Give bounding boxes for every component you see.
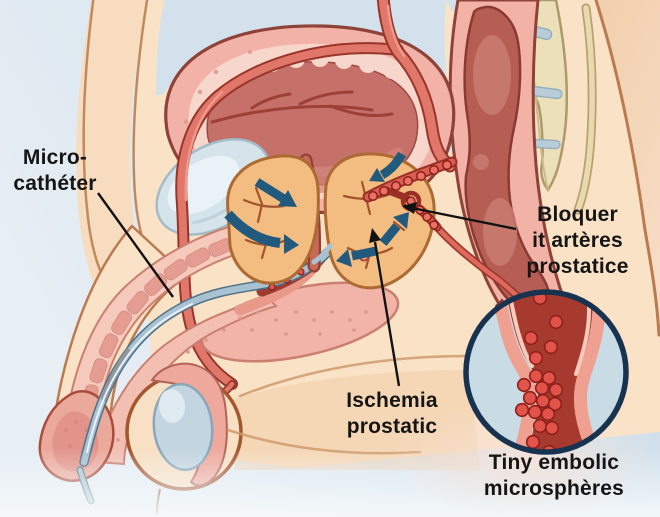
sacrum-bone — [510, 0, 569, 192]
label-ischemia-line1: Ischemia — [346, 389, 438, 412]
catheter-tip — [311, 243, 333, 265]
label-microcatheter: Micro- cathéter — [0, 145, 110, 197]
flow-arrow-top-right — [369, 151, 406, 182]
label-blocker-line2: it artères — [532, 229, 623, 252]
flow-arrow-left-curved — [224, 210, 299, 254]
corpus-spongiosum — [96, 281, 400, 466]
blocker-pointer-arrow — [402, 202, 517, 231]
label-microcatheter-line2: cathéter — [13, 172, 97, 195]
rectum — [448, 0, 566, 371]
ischemia-pointer-arrow — [369, 228, 401, 387]
prostate-left-lobe — [226, 154, 320, 285]
label-blocker-line1: Bloquer — [537, 203, 618, 226]
prostatic-artery-embolized — [362, 156, 458, 232]
bladder-vessel — [210, 90, 394, 124]
label-ischemia: Ischemia prostatic — [326, 388, 458, 440]
flow-arrow-bottom — [336, 246, 377, 267]
prostate — [226, 152, 436, 290]
label-blocker: Bloquer it artères prostatice — [500, 202, 655, 280]
label-pointers — [97, 192, 517, 387]
flow-arrow-upper-left — [254, 178, 297, 207]
testicle-highlight — [158, 389, 186, 423]
label-microspheres-line1: Tiny embolic — [488, 451, 620, 474]
inset-border — [463, 289, 629, 455]
microcatheter-pointer-line — [97, 192, 174, 298]
label-microcatheter-line1: Micro- — [22, 146, 88, 169]
spongiosum-texture — [116, 310, 368, 442]
flow-arrows — [224, 151, 409, 267]
flow-arrow-right-up — [379, 212, 409, 246]
label-microspheres: Tiny embolic microsphères — [450, 450, 658, 502]
label-blocker-line3: prostatice — [526, 255, 629, 278]
label-ischemia-line2: prostatic — [346, 415, 438, 438]
label-microspheres-line2: microsphères — [483, 477, 625, 500]
internal-iliac-artery — [376, 0, 457, 173]
inset-microspheres-view — [463, 289, 629, 455]
inset-microspheres — [514, 292, 564, 452]
buttock — [573, 0, 660, 345]
